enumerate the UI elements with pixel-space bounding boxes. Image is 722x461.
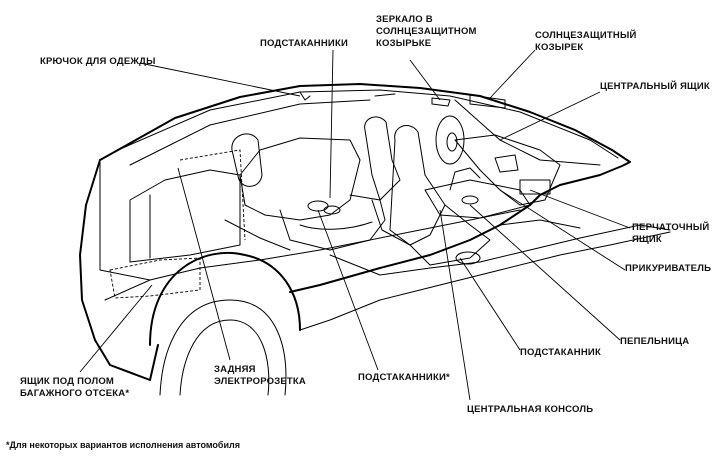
- leader-mirror: [409, 59, 441, 101]
- leader-hook: [139, 62, 301, 97]
- leader-center-box: [499, 91, 601, 141]
- leader-cupholders-rear: [317, 209, 379, 371]
- glovebox-shape: [519, 179, 551, 195]
- dashboard: [454, 134, 561, 206]
- car-body-outline: [79, 83, 631, 341]
- leader-console: [439, 209, 471, 401]
- label-center-console: ЦЕНТРАЛЬНАЯ КОНСОЛЬ: [467, 404, 594, 415]
- leader-visor: [489, 49, 536, 99]
- label-center-box: ЦЕНТРАЛЬНЫЙ ЯЩИК: [600, 81, 710, 92]
- steering-wheel: [435, 115, 465, 165]
- label-cupholders-rear: ПОДСТАКАННИКИ*: [358, 372, 450, 383]
- leader-glovebox: [529, 189, 631, 229]
- label-sun-visor: СОЛНЦЕЗАЩИТНЫЙ КОЗЫРЕК: [535, 30, 637, 53]
- front-cupholder: [455, 251, 481, 265]
- label-glovebox: ПЕРЧАТОЧНЫЙ ЯЩИК: [632, 222, 710, 245]
- front-passenger-seat: [364, 116, 401, 201]
- label-coat-hook: КРЮЧОК ДЛЯ ОДЕЖДЫ: [40, 56, 156, 67]
- visor-mirror: [431, 97, 451, 107]
- label-cupholder: ПОДСТАКАННИК: [520, 347, 601, 358]
- footnote: *Для некоторых вариантов исполнения авто…: [6, 440, 240, 450]
- label-visor-mirror: ЗЕРКАЛО В СОЛНЦЕЗАЩИТНОМ КОЗЫРЬКЕ: [376, 14, 477, 49]
- rear-cupholder: [307, 200, 329, 212]
- leader-ashtray: [469, 204, 621, 341]
- label-ashtray: ПЕПЕЛЬНИЦА: [620, 336, 690, 347]
- label-rear-socket: ЗАДНЯЯ ЭЛЕКТРОРОЗЕТКА: [214, 364, 306, 387]
- coat-hook: [299, 91, 311, 101]
- label-trunk-box: ЯЩИК ПОД ПОЛОМ БАГАЖНОГО ОТСЕКА*: [20, 376, 130, 399]
- label-lighter: ПРИКУРИВАТЕЛЬ: [625, 263, 712, 274]
- seatbelt-roll: [231, 133, 263, 187]
- sun-visor: [469, 94, 506, 109]
- front-driver-seat: [389, 125, 446, 246]
- leader-trunk-box: [79, 284, 153, 373]
- rear-seat: [239, 137, 361, 221]
- leader-cupholders-top: [329, 49, 334, 199]
- trunk-underfloor-box: [109, 257, 201, 299]
- leader-rear-socket: [177, 167, 231, 361]
- leader-cupholder: [459, 257, 521, 351]
- leader-lighter: [499, 189, 626, 271]
- center-console: [424, 179, 531, 219]
- label-cupholders-top: ПОДСТАКАННИКИ: [260, 38, 348, 49]
- rear-wheel: [159, 299, 287, 396]
